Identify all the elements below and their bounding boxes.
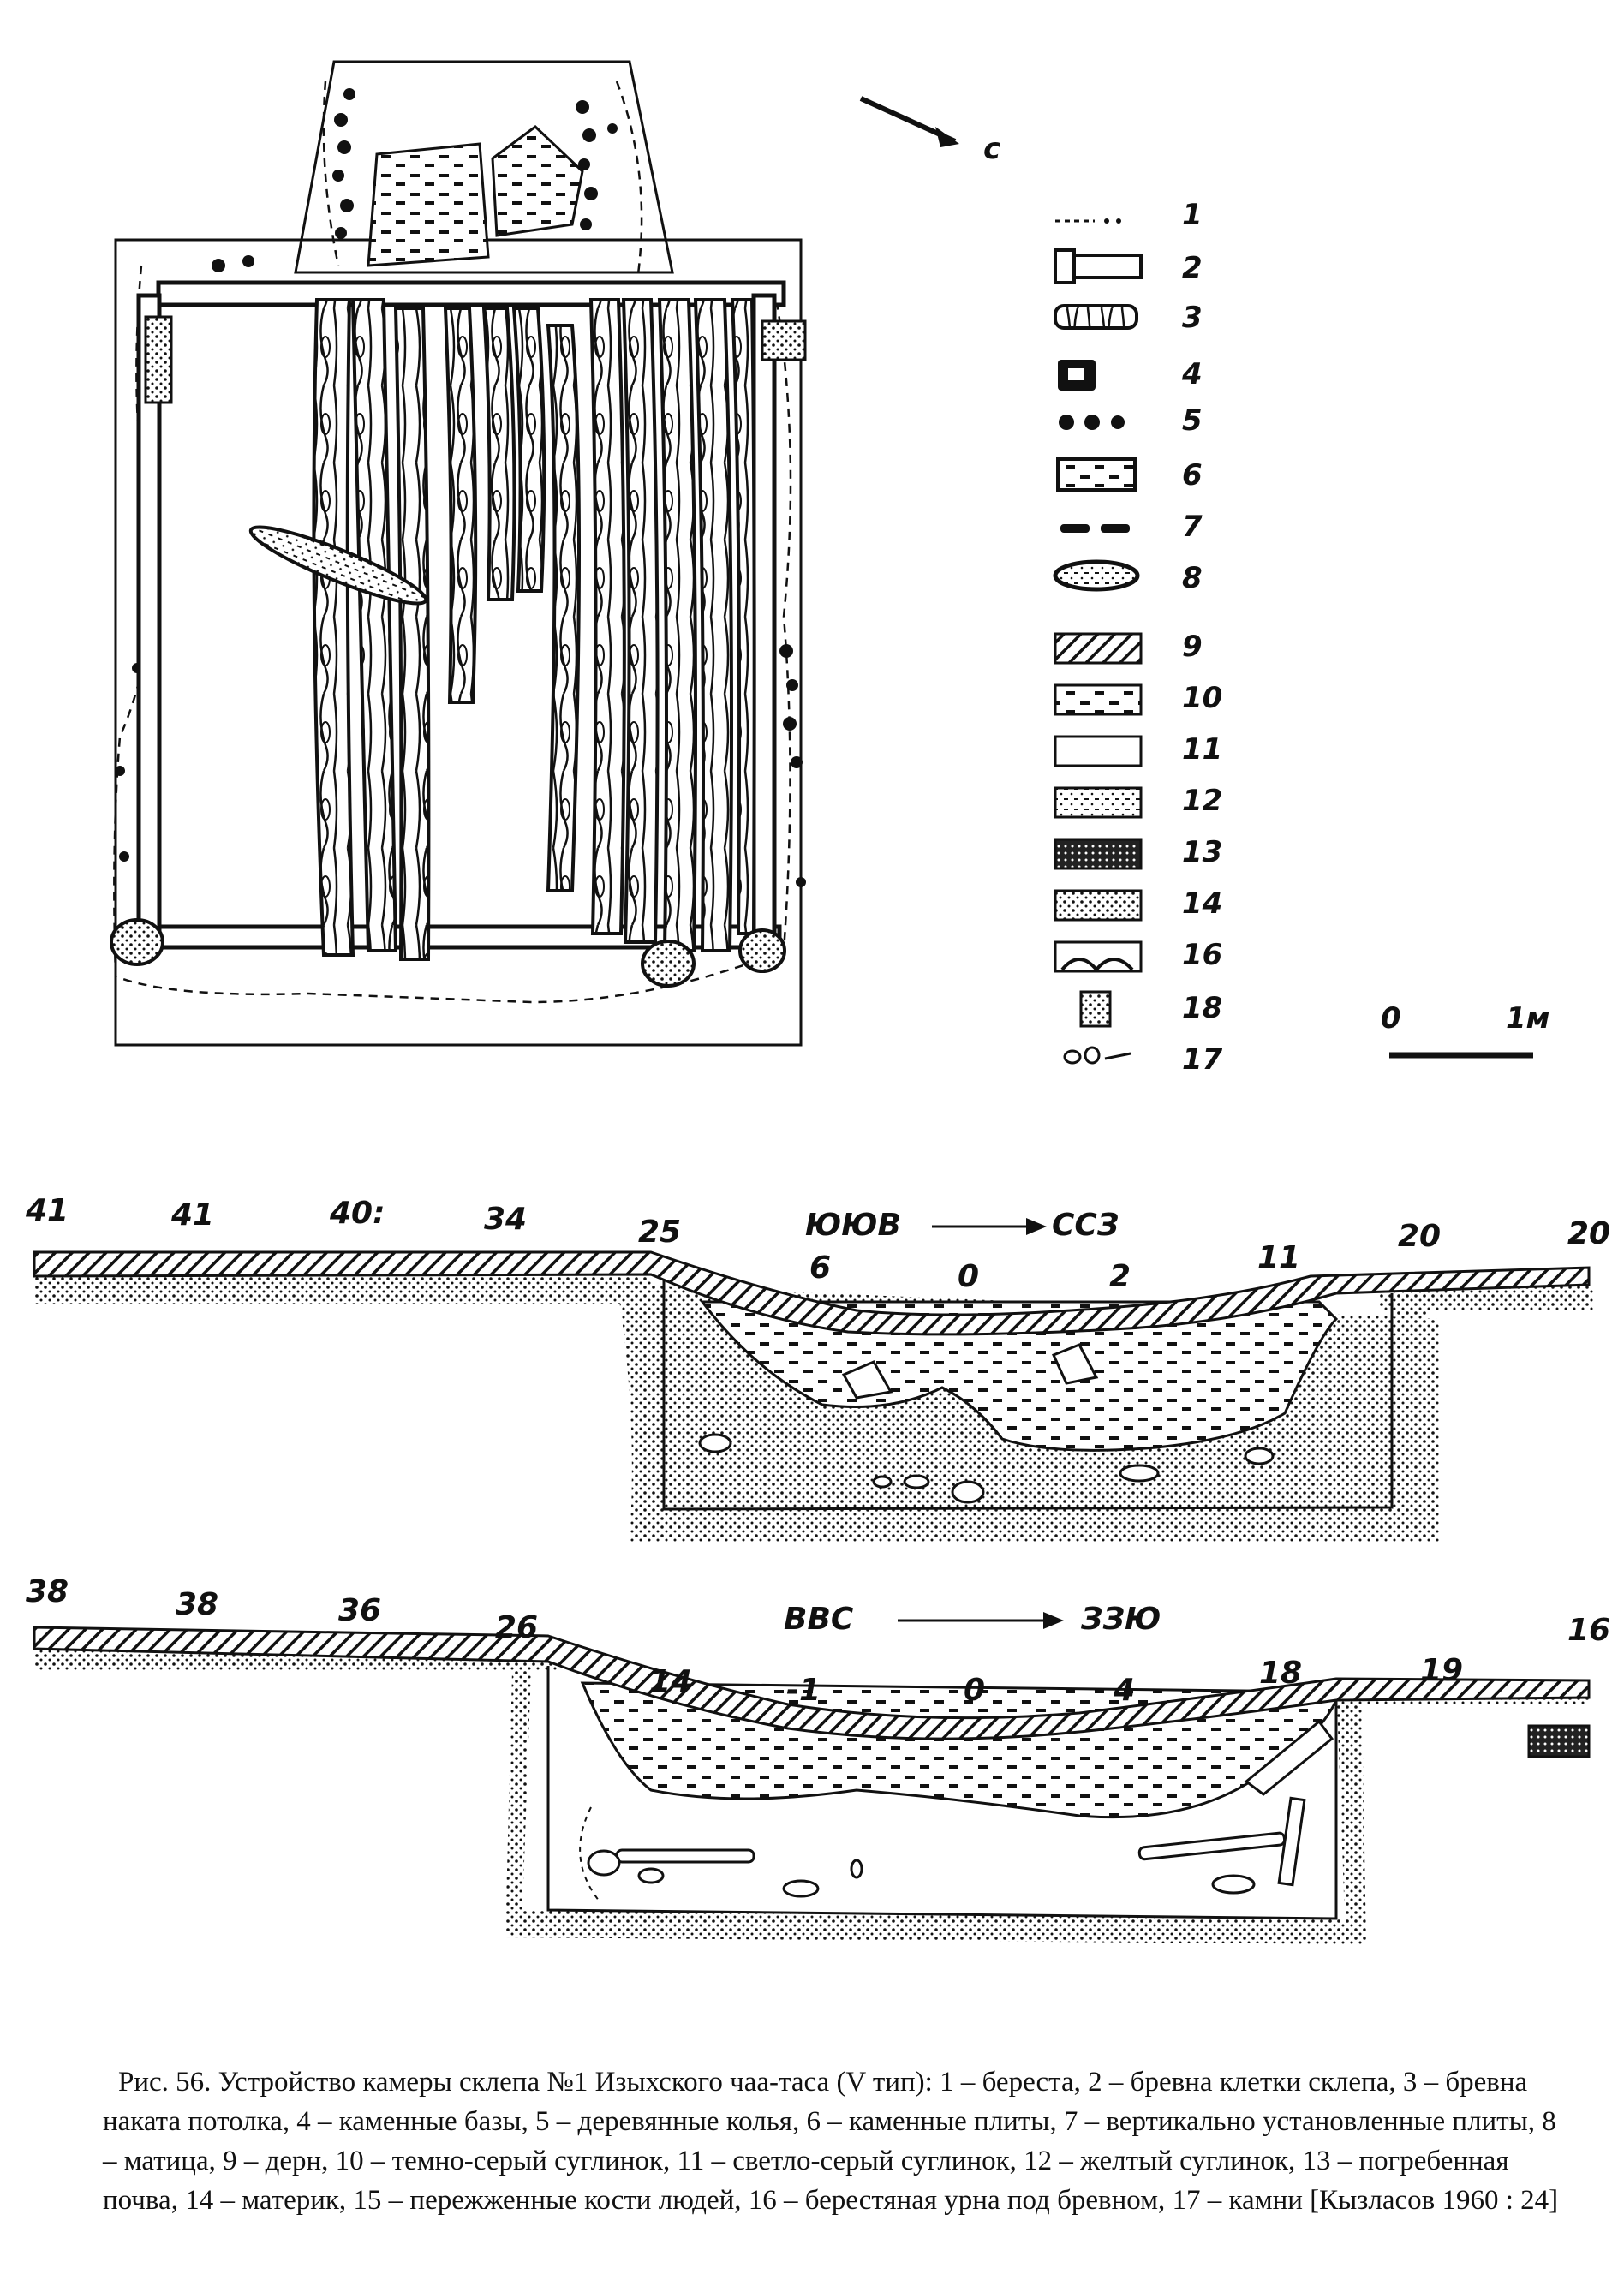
legend-label-10: 10	[1182, 681, 1222, 715]
legend-label-17: 17	[1182, 1042, 1223, 1077]
section-2-labels: 38 38 36 26 14 -1 0 4 18 19 16	[26, 1574, 1610, 1708]
section-2-elevation: 0	[964, 1673, 985, 1708]
section-1-elevation: 20	[1398, 1219, 1441, 1254]
legend-label-14: 14	[1182, 886, 1222, 921]
legend-label-4: 4	[1181, 357, 1203, 391]
section-2-elevation: 19	[1420, 1653, 1463, 1688]
section-2-elevation: 4	[1113, 1673, 1135, 1708]
section-1-elevation: 2	[1109, 1259, 1131, 1294]
section-1-elevation: 25	[638, 1215, 681, 1250]
matrix-beam	[248, 525, 428, 606]
legend-symbol-4	[1058, 360, 1096, 391]
north-label: с	[983, 132, 1000, 166]
plan-view: с	[110, 60, 1000, 1047]
frame-log-right	[751, 293, 777, 940]
stone-slab	[491, 125, 584, 237]
section-2-elevation: 18	[1259, 1656, 1302, 1691]
legend-symbol-7	[1060, 524, 1130, 533]
section-1-elevation: 0	[958, 1259, 979, 1294]
section-2-elevation: 14	[649, 1664, 692, 1699]
section-2-elevation: -1	[786, 1673, 821, 1708]
section-2-elevation: 36	[338, 1593, 381, 1628]
section-2	[33, 1612, 1591, 1944]
legend-symbol-17	[1063, 1046, 1131, 1065]
section-1-direction-to: ССЗ	[1052, 1208, 1119, 1243]
scale-start: 0	[1381, 1001, 1401, 1036]
legend-symbol-1	[1055, 218, 1121, 224]
section-2-direction-to: ЗЗЮ	[1080, 1602, 1161, 1637]
legend-symbol-18	[1079, 990, 1112, 1028]
legend-symbol-14	[1054, 889, 1143, 922]
stone-base	[738, 928, 786, 973]
section-2-elevation: 16	[1567, 1613, 1610, 1648]
legend-label-2: 2	[1182, 251, 1203, 285]
section-2-elevation: 38	[176, 1587, 218, 1622]
section-1-elevation: 34	[484, 1202, 527, 1237]
section-1-elevation: 40:	[329, 1196, 385, 1231]
dark-loam-fill	[699, 1300, 1339, 1452]
legend-label-18: 18	[1182, 991, 1222, 1025]
legend-symbol-3	[1054, 304, 1138, 330]
legend-label-16: 16	[1182, 938, 1222, 972]
legend-label-1: 1	[1182, 198, 1203, 232]
section-1-labels: 41 41 40: 34 25 6 0 2 11 20 20	[25, 1193, 1610, 1294]
legend-symbol-13	[1054, 838, 1143, 870]
stone-base	[110, 918, 164, 966]
section-1-elevation: 41	[170, 1197, 214, 1233]
section-1-elevation: 20	[1567, 1216, 1610, 1251]
legend-symbol-6	[1056, 457, 1137, 492]
section-1-elevation: 6	[809, 1250, 831, 1286]
legend-symbol-11	[1054, 735, 1143, 767]
stone-slab	[367, 142, 490, 267]
section-1	[33, 1218, 1593, 1542]
section-1-elevation: 11	[1257, 1240, 1300, 1275]
legend-label-7: 7	[1182, 510, 1203, 544]
figure-caption: Рис. 56. Устройство камеры склепа №1 Изы…	[103, 2067, 1559, 2216]
sod-layer-1	[33, 1250, 1591, 1336]
section-2-elevation: 26	[495, 1610, 538, 1645]
scale-end: 1м	[1506, 1001, 1549, 1036]
ceiling-logs	[312, 298, 756, 961]
legend-symbol-2	[1054, 248, 1143, 284]
scale-bar: 0 1м	[1381, 1001, 1549, 1059]
section-1-elevation: 41	[25, 1193, 69, 1228]
legend-label-12: 12	[1182, 784, 1222, 818]
section-2-elevation: 38	[26, 1574, 69, 1609]
legend-label-13: 13	[1182, 835, 1222, 869]
legend-symbol-10	[1054, 683, 1143, 716]
dromos-outline	[294, 60, 674, 274]
legend-label-3: 3	[1182, 301, 1203, 335]
sod-layer-2	[33, 1626, 1591, 1740]
legend-symbol-8	[1053, 559, 1140, 592]
legend-symbol-5	[1059, 415, 1125, 430]
legend	[1053, 218, 1143, 1065]
legend-symbol-9	[1054, 632, 1143, 665]
legend-label-11: 11	[1182, 732, 1222, 767]
legend-symbol-12	[1054, 786, 1143, 819]
stone-base	[641, 940, 696, 988]
legend-label-9: 9	[1182, 630, 1203, 664]
legend-symbol-16	[1054, 940, 1143, 973]
stone-base	[761, 319, 807, 361]
legend-label-8: 8	[1182, 561, 1203, 595]
stone-base	[144, 315, 173, 404]
section-2-direction-from: ВВС	[784, 1602, 854, 1637]
legend-label-6: 6	[1182, 458, 1203, 492]
section-1-direction-from: ЮЮВ	[805, 1208, 901, 1243]
buried-soil	[1527, 1724, 1591, 1758]
legend-label-5: 5	[1182, 403, 1203, 438]
stakes	[115, 88, 806, 887]
